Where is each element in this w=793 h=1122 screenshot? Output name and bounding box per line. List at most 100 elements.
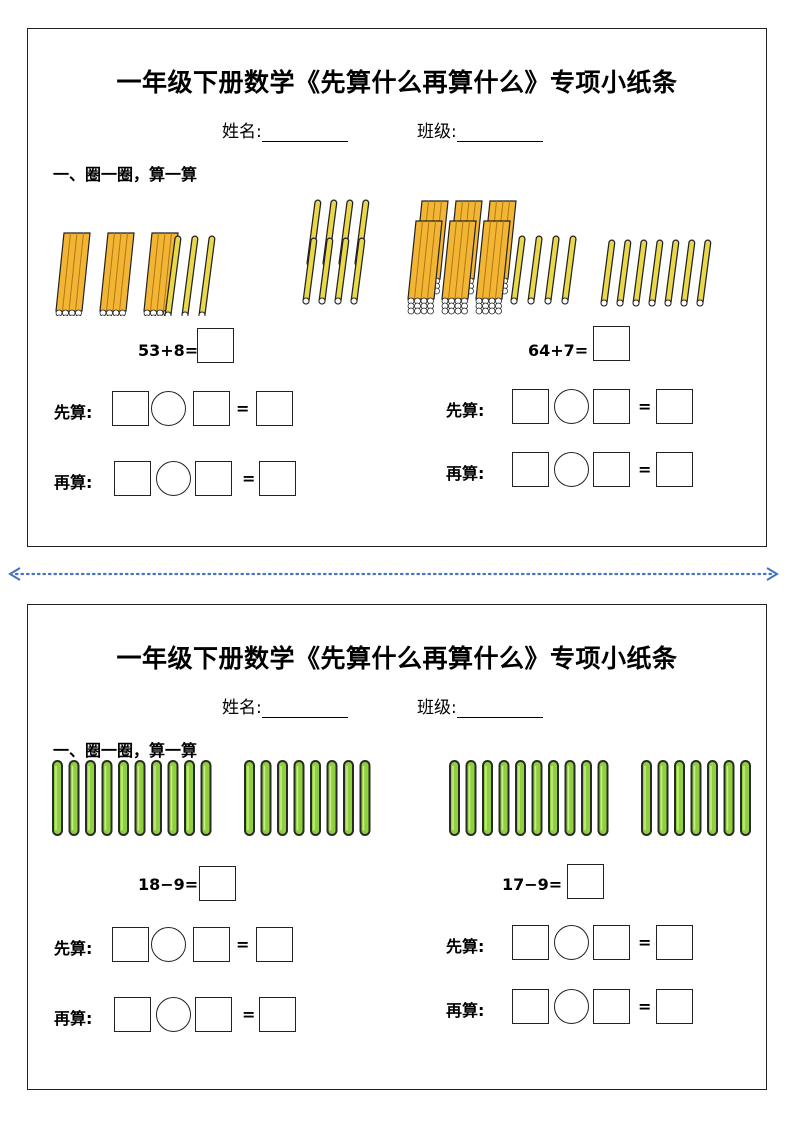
stick-end	[198, 311, 206, 316]
bundle-line	[62, 232, 71, 312]
green-stick	[167, 760, 179, 836]
bundle-end	[454, 307, 462, 315]
class-blank[interactable]	[456, 701, 543, 718]
second-step-number-box[interactable]	[512, 989, 549, 1024]
second-step-operator-circle[interactable]	[156, 461, 191, 496]
bundle-end	[150, 314, 157, 316]
first-step-number-box[interactable]	[112, 391, 149, 426]
answer-box[interactable]	[199, 866, 236, 901]
first-step-result-box[interactable]	[256, 391, 293, 426]
second-step-equals-sign: =	[242, 1005, 256, 1024]
second-step-number-box[interactable]	[593, 989, 630, 1024]
class-label: 班级:	[417, 122, 457, 142]
green-stick	[548, 760, 559, 836]
green-stick	[641, 760, 652, 836]
worksheet-title: 一年级下册数学《先算什么再算什么》专项小纸条	[116, 644, 678, 673]
bundle-end	[488, 307, 496, 315]
bundle-line	[482, 220, 491, 300]
second-step-operator-circle[interactable]	[554, 989, 589, 1024]
second-step-number-box[interactable]	[195, 997, 232, 1032]
second-step-number-box[interactable]	[512, 452, 549, 487]
second-step-number-box[interactable]	[195, 461, 232, 496]
bundle-line	[420, 220, 430, 300]
class-field[interactable]: 班级:	[417, 693, 543, 718]
bundle-end	[62, 309, 69, 316]
first-step-result-box[interactable]	[656, 389, 693, 424]
bundle-line	[495, 220, 504, 300]
green-stick	[465, 760, 477, 836]
bundle-end	[113, 314, 119, 316]
stick-fill	[545, 236, 559, 304]
name-blank[interactable]	[261, 125, 348, 142]
green-stick	[597, 760, 609, 836]
green-stick	[515, 760, 526, 836]
stick-fill	[528, 236, 542, 304]
bundle-line	[150, 232, 159, 312]
stick-end	[510, 297, 518, 305]
bundle-line	[75, 232, 84, 312]
stick-end	[561, 297, 569, 305]
answer-box[interactable]	[567, 864, 604, 899]
green-stick	[657, 760, 669, 836]
second-step-result-box[interactable]	[259, 461, 296, 496]
first-step-result-box[interactable]	[256, 927, 293, 962]
answer-box[interactable]	[197, 328, 234, 363]
first-step-operator-circle[interactable]	[151, 927, 186, 962]
first-step-number-box[interactable]	[512, 925, 549, 960]
first-step-operator-circle[interactable]	[554, 925, 589, 960]
stick-fill	[617, 240, 631, 306]
bundle-end	[495, 307, 502, 315]
first-step-number-box[interactable]	[593, 389, 630, 424]
second-step-number-box[interactable]	[593, 452, 630, 487]
stick-end	[664, 299, 672, 307]
stick-end	[600, 299, 608, 307]
first-step-number-box[interactable]	[193, 391, 230, 426]
stick-fill	[649, 240, 663, 306]
stick-fill	[562, 236, 576, 304]
stick-end	[334, 297, 342, 305]
stick-fill	[303, 238, 317, 304]
first-step-number-box[interactable]	[112, 927, 149, 962]
bundle-end	[112, 309, 120, 316]
name-label: 姓名:	[222, 122, 262, 142]
bundle-end	[150, 309, 157, 316]
answer-box[interactable]	[593, 326, 630, 361]
second-step-result-box[interactable]	[656, 452, 693, 487]
class-blank[interactable]	[456, 125, 543, 142]
second-step-label: 再算:	[54, 1009, 93, 1028]
bundle-end	[482, 307, 489, 315]
green-stick	[310, 760, 321, 836]
first-step-result-box[interactable]	[656, 925, 693, 960]
name-blank[interactable]	[261, 701, 348, 718]
bundle-end	[55, 309, 63, 316]
second-step-number-box[interactable]	[114, 461, 151, 496]
green-stick	[690, 760, 702, 836]
bundle-end	[68, 309, 76, 316]
stick-fill	[633, 240, 647, 306]
second-step-operator-circle[interactable]	[554, 452, 589, 487]
second-step-operator-circle[interactable]	[156, 997, 191, 1032]
bundle-line	[448, 220, 457, 300]
green-stick	[581, 760, 592, 836]
stick-end	[680, 299, 688, 307]
green-stick	[184, 760, 195, 836]
name-field[interactable]: 姓名:	[222, 693, 348, 718]
name-field[interactable]: 姓名:	[222, 117, 348, 142]
first-step-operator-circle[interactable]	[151, 391, 186, 426]
stick-fill	[319, 238, 333, 304]
bundle-end	[106, 309, 113, 316]
first-step-number-box[interactable]	[193, 927, 230, 962]
second-step-number-box[interactable]	[114, 997, 151, 1032]
second-step-result-box[interactable]	[656, 989, 693, 1024]
green-stick	[244, 760, 255, 836]
class-field[interactable]: 班级:	[417, 117, 543, 142]
first-step-operator-circle[interactable]	[554, 389, 589, 424]
second-step-result-box[interactable]	[259, 997, 296, 1032]
stick-fill	[182, 236, 198, 316]
first-step-number-box[interactable]	[593, 925, 630, 960]
bundle-end	[144, 314, 150, 316]
first-step-number-box[interactable]	[512, 389, 549, 424]
bundle-end	[461, 307, 468, 315]
bundle-line	[106, 232, 115, 312]
